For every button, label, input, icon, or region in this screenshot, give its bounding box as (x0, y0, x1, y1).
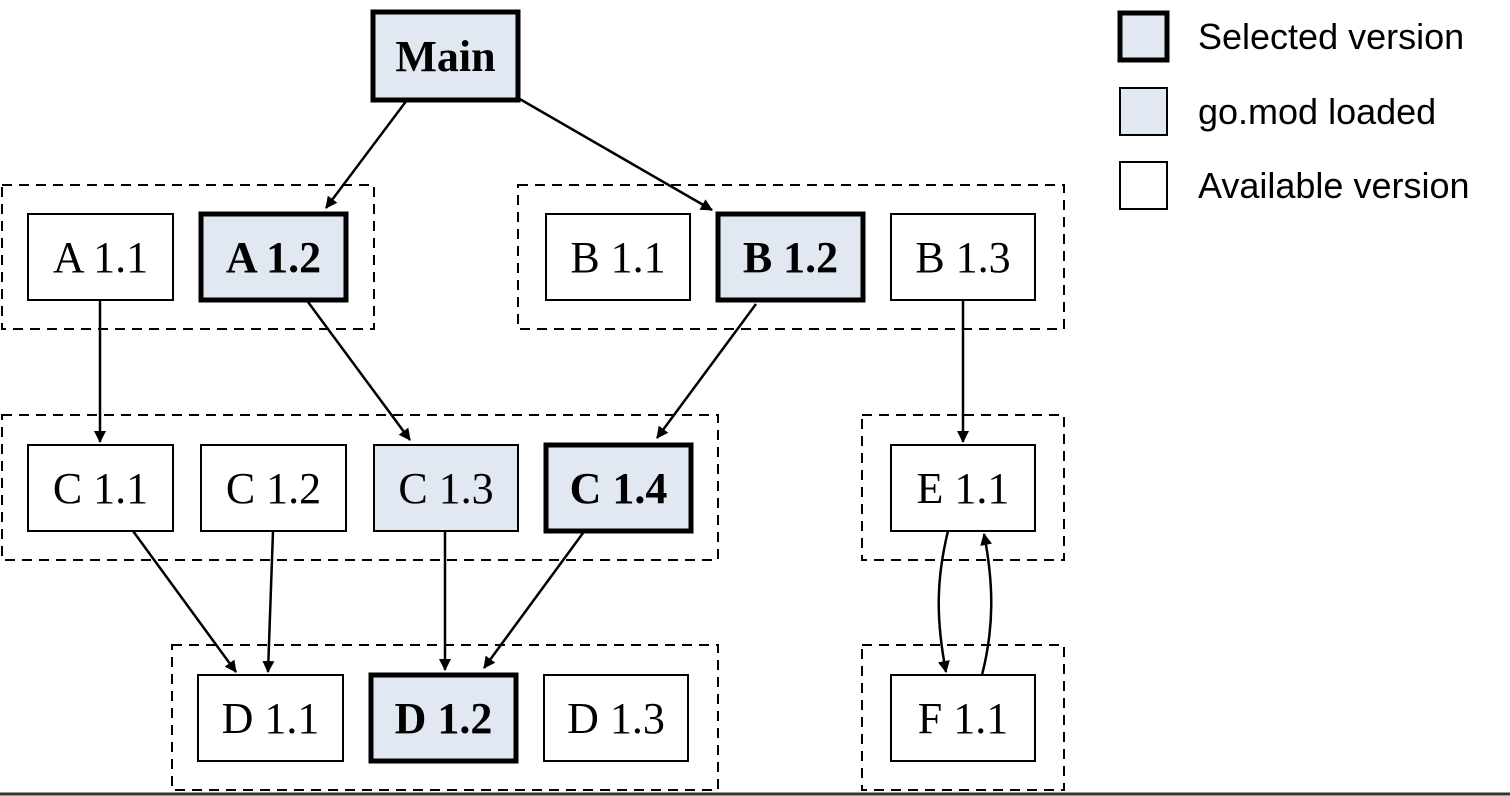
legend-available-swatch (1119, 161, 1168, 210)
edge-e11-f11 (937, 530, 950, 673)
legend-loaded-label: go.mod loaded (1198, 91, 1436, 132)
node-c12-label: C 1.2 (226, 464, 321, 513)
group-b (517, 184, 1065, 330)
node-d13-label: D 1.3 (567, 694, 665, 743)
edge-f11-e11 (980, 533, 993, 676)
node-c14: C 1.4 (543, 442, 694, 534)
node-e11: E 1.1 (890, 444, 1036, 532)
node-c11-label: C 1.1 (53, 464, 148, 513)
group-e (861, 414, 1065, 561)
node-c13: C 1.3 (373, 444, 519, 532)
legend-available-label: Available version (1198, 165, 1470, 206)
node-b12: B 1.2 (715, 211, 866, 303)
edge-a12-c13 (306, 301, 412, 441)
edge-c11-d11 (131, 530, 238, 673)
legend: Selected version go.mod loaded Available… (1117, 10, 1470, 210)
node-a11-label: A 1.1 (53, 233, 148, 282)
node-d12-label: D 1.2 (395, 694, 493, 743)
edge-b12-c14 (655, 303, 758, 439)
node-main: Main (370, 9, 521, 103)
node-b11: B 1.1 (545, 213, 691, 301)
edge-c14-d12 (482, 532, 585, 669)
legend-loaded-swatch (1119, 87, 1168, 136)
group-f (861, 644, 1065, 791)
node-b11-label: B 1.1 (570, 233, 665, 282)
node-c13-label: C 1.3 (398, 464, 493, 513)
node-main-label: Main (395, 32, 495, 81)
node-c11: C 1.1 (27, 444, 174, 532)
node-e11-label: E 1.1 (917, 464, 1010, 513)
node-a12-label: A 1.2 (226, 233, 321, 282)
node-d13: D 1.3 (543, 674, 689, 762)
node-b13: B 1.3 (890, 213, 1036, 301)
node-a12: A 1.2 (198, 211, 349, 303)
group-a (1, 184, 375, 330)
node-c14-label: C 1.4 (570, 464, 668, 513)
node-d12: D 1.2 (368, 672, 519, 764)
edge-main-a12 (325, 99, 408, 209)
edge-main-b12 (517, 96, 713, 212)
node-f11: F 1.1 (890, 674, 1036, 762)
node-d11-label: D 1.1 (222, 694, 320, 743)
node-a11: A 1.1 (27, 213, 174, 301)
node-f11-label: F 1.1 (918, 694, 1008, 743)
edge-c12-d11 (262, 530, 275, 673)
node-b12-label: B 1.2 (743, 233, 838, 282)
group-c (1, 414, 719, 561)
legend-selected-swatch (1117, 10, 1170, 63)
node-d11: D 1.1 (197, 674, 344, 762)
node-c12: C 1.2 (200, 444, 347, 532)
legend-selected-label: Selected version (1198, 16, 1464, 57)
node-b13-label: B 1.3 (915, 233, 1010, 282)
